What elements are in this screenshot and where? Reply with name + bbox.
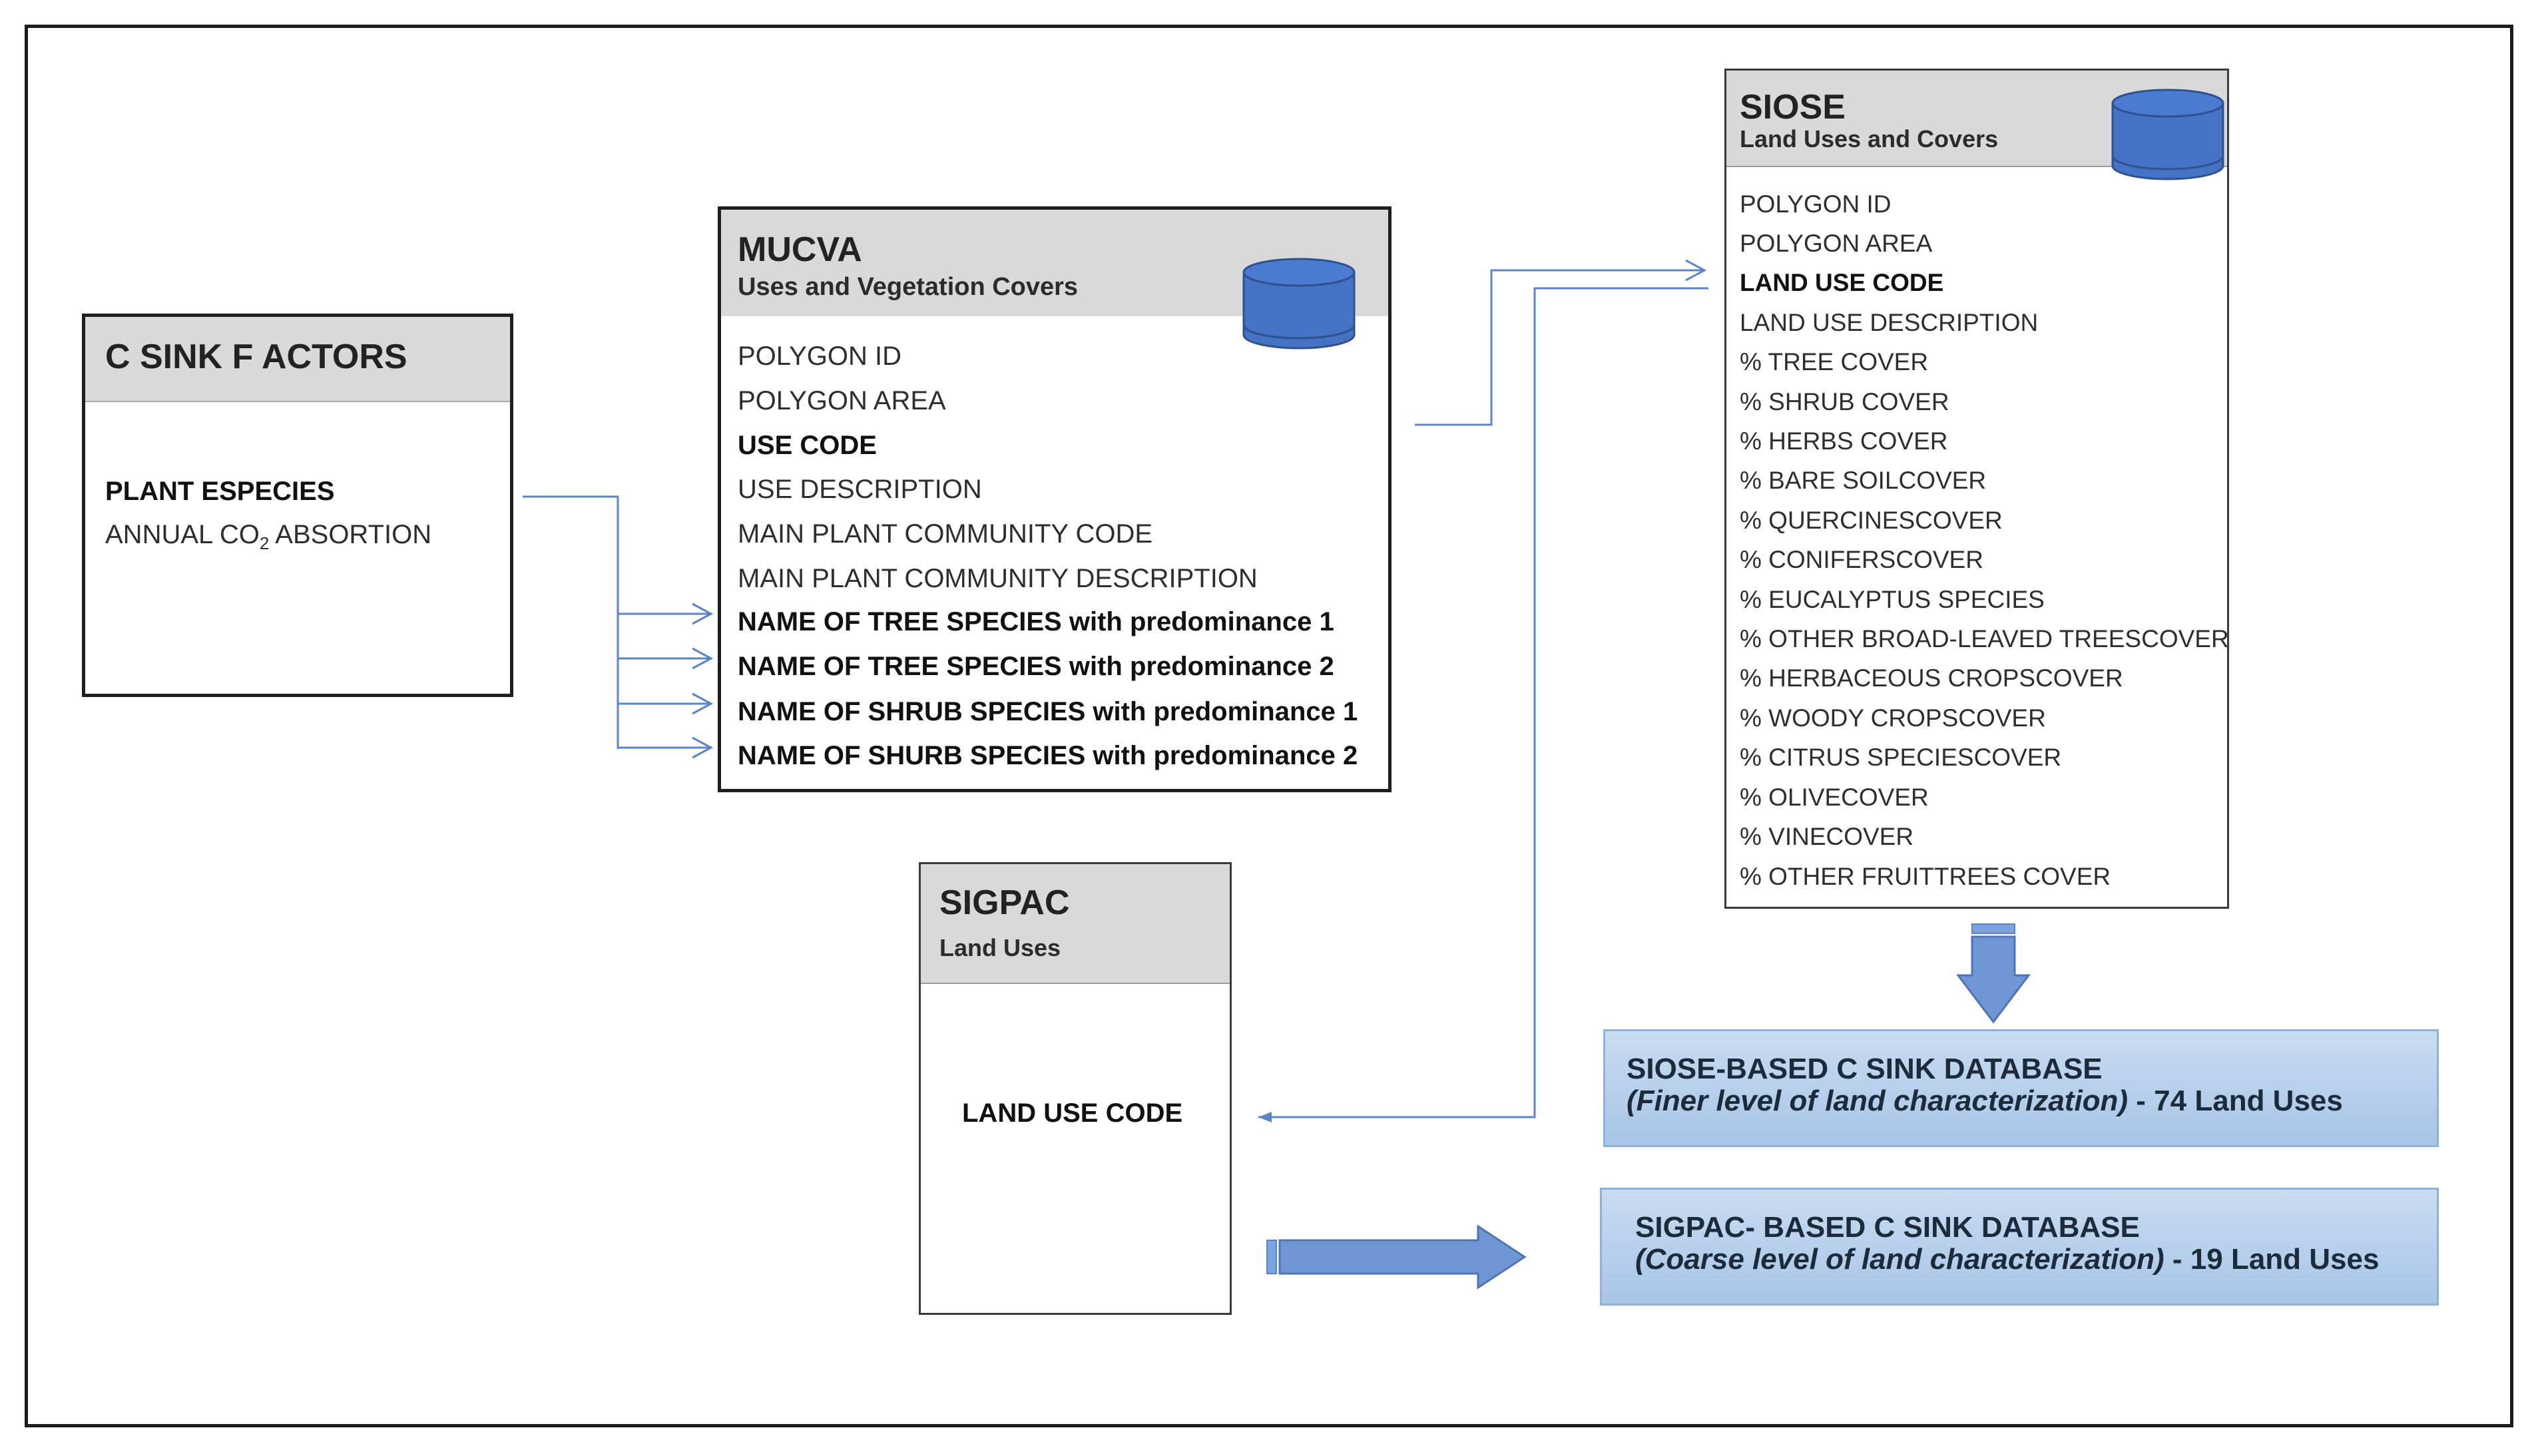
csink-factors-box: C SINK F ACTORS PLANT ESPECIES ANNUAL CO… bbox=[82, 314, 513, 697]
mucva-field-shrub-species-2: NAME OF SHURB SPECIES with predominance … bbox=[738, 741, 1358, 770]
csink-field-annual-co2: ANNUAL CO2 ABSORTION bbox=[105, 520, 432, 553]
siose-field-shrub-cover: % SHRUB COVER bbox=[1740, 388, 1949, 415]
siose-based-database-description: (Finer level of land characterization) -… bbox=[1627, 1085, 2343, 1117]
mucva-title: MUCVA bbox=[738, 230, 862, 269]
mucva-field-community-description: MAIN PLANT COMMUNITY DESCRIPTION bbox=[738, 564, 1258, 593]
database-icon bbox=[2111, 89, 2224, 180]
sigpac-subtitle: Land Uses bbox=[939, 934, 1061, 961]
siose-field-quercines-cover: % QUERCINESCOVER bbox=[1740, 507, 2003, 534]
siose-field-vine-cover: % VINECOVER bbox=[1740, 823, 1914, 850]
csink-factors-header: C SINK F ACTORS bbox=[85, 317, 510, 402]
mucva-subtitle: Uses and Vegetation Covers bbox=[738, 273, 1079, 301]
mucva-box: MUCVA Uses and Vegetation Covers POLYGON… bbox=[718, 206, 1392, 792]
sigpac-based-database-title: SIGPAC- BASED C SINK DATABASE bbox=[1635, 1211, 2140, 1244]
mucva-field-community-code: MAIN PLANT COMMUNITY CODE bbox=[738, 519, 1153, 549]
siose-to-sigpac-connector bbox=[1258, 287, 1708, 1122]
siose-field-olive-cover: % OLIVECOVER bbox=[1740, 784, 1929, 811]
sigpac-title: SIGPAC bbox=[939, 883, 1070, 922]
siose-field-woody-crops: % WOODY CROPSCOVER bbox=[1740, 704, 2046, 732]
mucva-field-use-code: USE CODE bbox=[738, 431, 877, 460]
sigpac-header: SIGPAC Land Uses bbox=[921, 864, 1230, 984]
siose-field-bare-soil-cover: % BARE SOILCOVER bbox=[1740, 467, 1987, 494]
mucva-field-use-description: USE DESCRIPTION bbox=[738, 475, 982, 504]
sigpac-field-land-use-code: LAND USE CODE bbox=[962, 1098, 1183, 1128]
mucva-to-siose-connector bbox=[1415, 259, 1707, 426]
siose-field-land-use-description: LAND USE DESCRIPTION bbox=[1740, 309, 2039, 336]
siose-field-herbs-cover: % HERBS COVER bbox=[1740, 427, 1948, 455]
csink-field-plant-especies: PLANT ESPECIES bbox=[105, 477, 335, 506]
siose-field-other-broad-leaved: % OTHER BROAD-LEAVED TREESCOVER bbox=[1740, 625, 2229, 652]
siose-title: SIOSE bbox=[1740, 88, 1846, 126]
down-arrow-icon bbox=[1955, 923, 2031, 1024]
mucva-field-polygon-id: POLYGON ID bbox=[738, 342, 901, 371]
sigpac-based-database-description: (Coarse level of land characterization) … bbox=[1635, 1243, 2380, 1276]
mucva-field-shrub-species-1: NAME OF SHRUB SPECIES with predominance … bbox=[738, 697, 1358, 726]
siose-field-other-fruit-trees: % OTHER FRUITTREES COVER bbox=[1740, 863, 2111, 890]
siose-box: SIOSE Land Uses and Covers POLYGON ID PO… bbox=[1724, 69, 2229, 909]
siose-field-tree-cover: % TREE COVER bbox=[1740, 348, 1929, 375]
siose-field-polygon-area: POLYGON AREA bbox=[1740, 230, 1933, 257]
database-icon bbox=[1242, 258, 1356, 350]
siose-field-polygon-id: POLYGON ID bbox=[1740, 190, 1892, 218]
right-arrow-icon bbox=[1266, 1224, 1527, 1290]
siose-field-land-use-code: LAND USE CODE bbox=[1740, 269, 1944, 296]
sigpac-box: SIGPAC Land Uses LAND USE CODE bbox=[919, 862, 1232, 1315]
siose-field-conifers-cover: % CONIFERSCOVER bbox=[1740, 546, 1983, 573]
diagram-frame bbox=[25, 25, 2513, 1427]
siose-based-database-box: SIOSE-BASED C SINK DATABASE (Finer level… bbox=[1603, 1029, 2439, 1147]
mucva-field-polygon-area: POLYGON AREA bbox=[738, 386, 946, 415]
csink-factors-title: C SINK F ACTORS bbox=[105, 338, 407, 376]
siose-field-eucalyptus-species: % EUCALYPTUS SPECIES bbox=[1740, 586, 2045, 613]
mucva-field-tree-species-2: NAME OF TREE SPECIES with predominance 2 bbox=[738, 652, 1334, 681]
siose-field-herbaceous-crops: % HERBACEOUS CROPSCOVER bbox=[1740, 664, 2123, 692]
siose-subtitle: Land Uses and Covers bbox=[1740, 125, 1999, 152]
siose-field-citrus-species: % CITRUS SPECIESCOVER bbox=[1740, 744, 2062, 771]
sigpac-based-database-box: SIGPAC- BASED C SINK DATABASE (Coarse le… bbox=[1600, 1188, 2439, 1306]
mucva-field-tree-species-1: NAME OF TREE SPECIES with predominance 1 bbox=[738, 607, 1334, 636]
siose-based-database-title: SIOSE-BASED C SINK DATABASE bbox=[1627, 1053, 2103, 1085]
csink-to-mucva-connector bbox=[523, 495, 714, 759]
